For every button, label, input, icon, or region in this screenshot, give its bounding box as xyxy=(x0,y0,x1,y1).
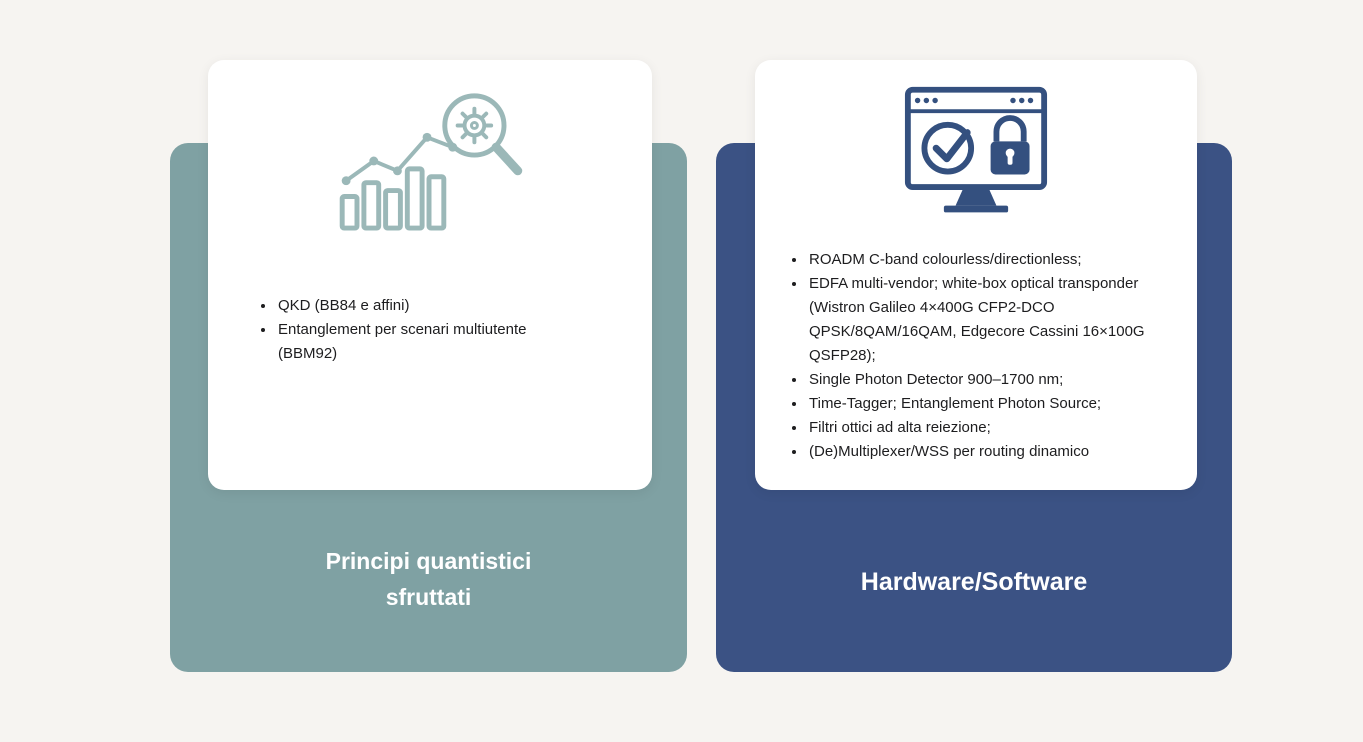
secure-monitor-icon xyxy=(755,84,1197,224)
bullet-item: Entanglement per scenari multiutente (BB… xyxy=(276,318,588,366)
panel-title-hardware-software: Hardware/Software xyxy=(860,568,1088,596)
chart-magnifier-icon xyxy=(208,86,652,234)
bullet-item: QKD (BB84 e affini) xyxy=(276,294,588,318)
bullet-list-principi-quantistici: QKD (BB84 e affini) Entanglement per sce… xyxy=(258,294,588,366)
bullet-item: Filtri ottici ad alta reiezione; xyxy=(807,416,1164,440)
bullet-item: EDFA multi-vendor; white-box optical tra… xyxy=(807,272,1164,368)
content-card-principi-quantistici: QKD (BB84 e affini) Entanglement per sce… xyxy=(208,60,652,490)
bullet-item: (De)Multiplexer/WSS per routing dinamico xyxy=(807,440,1164,464)
bullet-item: Time-Tagger; Entanglement Photon Source; xyxy=(807,392,1164,416)
content-card-hardware-software: ROADM C-band colourless/directionless; E… xyxy=(755,60,1197,490)
bullet-item: ROADM C-band colourless/directionless; xyxy=(807,248,1164,272)
bullet-list-hardware-software: ROADM C-band colourless/directionless; E… xyxy=(789,248,1164,464)
bullet-item: Single Photon Detector 900–1700 nm; xyxy=(807,368,1164,392)
panel-title-principi-quantistici: Principi quantistici sfruttati xyxy=(325,548,532,610)
